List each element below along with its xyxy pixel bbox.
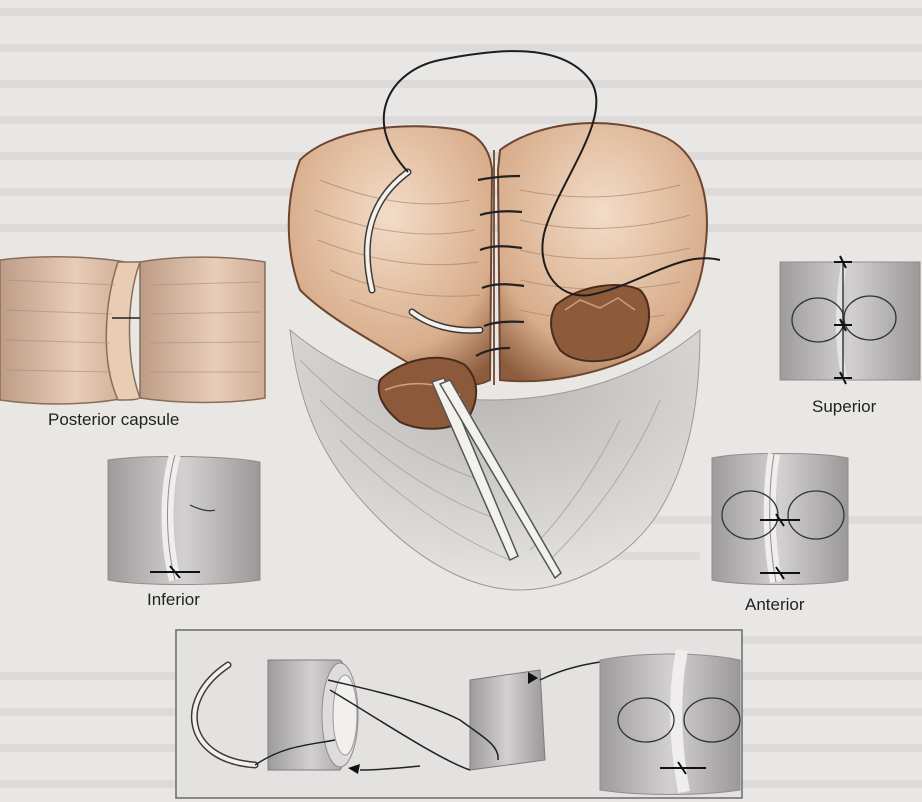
superior-label: Superior (812, 397, 876, 417)
anterior-label: Anterior (745, 595, 805, 615)
superior-diagram (780, 256, 920, 384)
inferior-label: Inferior (147, 590, 200, 610)
inset-box (176, 630, 742, 798)
inferior-diagram (108, 455, 260, 585)
anterior-diagram (712, 454, 848, 585)
posterior-capsule-label: Posterior capsule (48, 410, 179, 430)
